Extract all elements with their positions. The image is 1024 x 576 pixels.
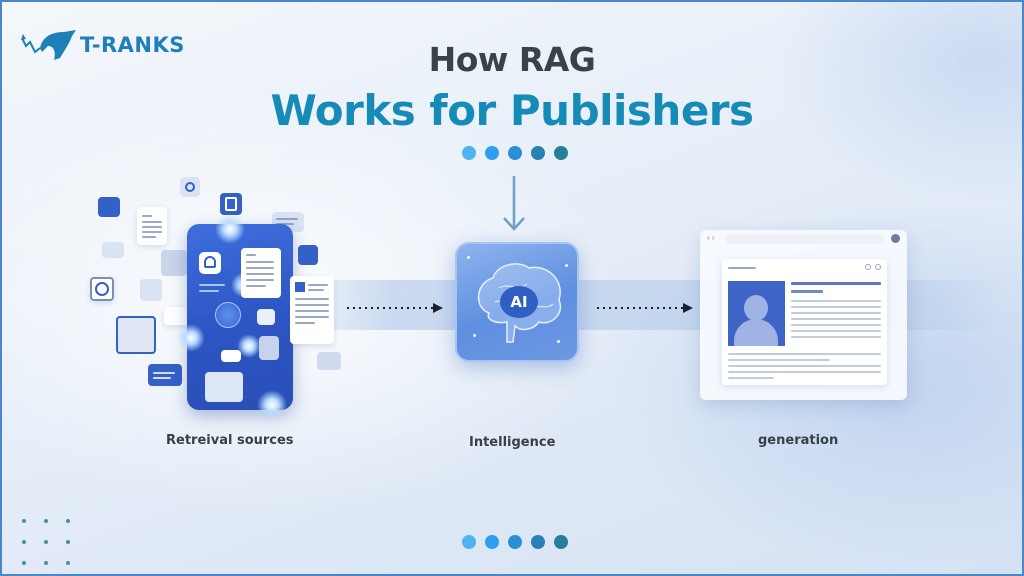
file-list-icon — [148, 364, 182, 386]
chat-tile-icon — [164, 307, 192, 325]
stage-label-retrieval: Retreival sources — [166, 433, 294, 448]
dot — [462, 535, 476, 549]
browser-toolbar: ‹ › — [700, 230, 907, 248]
stage-label-intelligence: Intelligence — [469, 435, 556, 450]
dot — [508, 535, 522, 549]
article-document-icon — [290, 276, 334, 344]
card-window-controls-icon — [875, 264, 881, 270]
folder-icon — [116, 316, 156, 354]
ai-brain-icon: AI — [455, 242, 579, 362]
browser-close-icon — [891, 234, 900, 243]
tag-icon — [221, 350, 241, 362]
dot — [531, 146, 545, 160]
decorative-dot-grid — [22, 519, 70, 565]
flow-arrow-right-icon — [347, 303, 443, 313]
doc-tile-icon — [317, 352, 341, 370]
flow-arrow-right-icon — [597, 303, 693, 313]
profile-image-placeholder-icon — [728, 281, 785, 346]
save-tile-icon — [220, 193, 242, 215]
dot — [508, 146, 522, 160]
brand-logo: T-RANKS — [20, 28, 185, 62]
bookmark-tile-icon — [140, 279, 162, 301]
title-dots — [462, 146, 568, 160]
image-tile-icon — [298, 245, 318, 265]
article-card — [722, 259, 887, 385]
dot — [554, 146, 568, 160]
document-icon — [241, 248, 281, 298]
edit-icon — [257, 309, 275, 325]
chart-tile-icon — [98, 197, 120, 217]
dot — [462, 146, 476, 160]
dot — [531, 535, 545, 549]
dot — [485, 535, 499, 549]
folder-icon — [205, 372, 243, 402]
bottom-dots — [462, 535, 568, 549]
browser-nav-arrows-icon: ‹ › — [707, 233, 715, 242]
document-icon — [137, 207, 167, 245]
cloud-sync-icon — [215, 302, 241, 328]
brand-name: T-RANKS — [80, 33, 185, 57]
dot — [485, 146, 499, 160]
title-line-1: How RAG — [428, 40, 596, 79]
card-window-controls-icon — [865, 264, 871, 270]
stage-label-generation: generation — [758, 433, 839, 448]
title-line-2: Works for Publishers — [270, 86, 754, 135]
dot — [554, 535, 568, 549]
ai-badge: AI — [500, 286, 538, 318]
down-arrow-icon — [503, 176, 525, 231]
t-ranks-logo-icon — [21, 30, 76, 60]
refresh-tile-icon — [180, 177, 200, 197]
phone-device-icon — [177, 214, 293, 420]
folder-tile-icon — [161, 250, 187, 276]
user-profile-icon — [90, 277, 114, 301]
app-icon — [199, 252, 221, 274]
browser-url-bar — [726, 234, 884, 244]
image-file-icon — [259, 336, 279, 360]
label-tile-icon — [102, 242, 124, 258]
